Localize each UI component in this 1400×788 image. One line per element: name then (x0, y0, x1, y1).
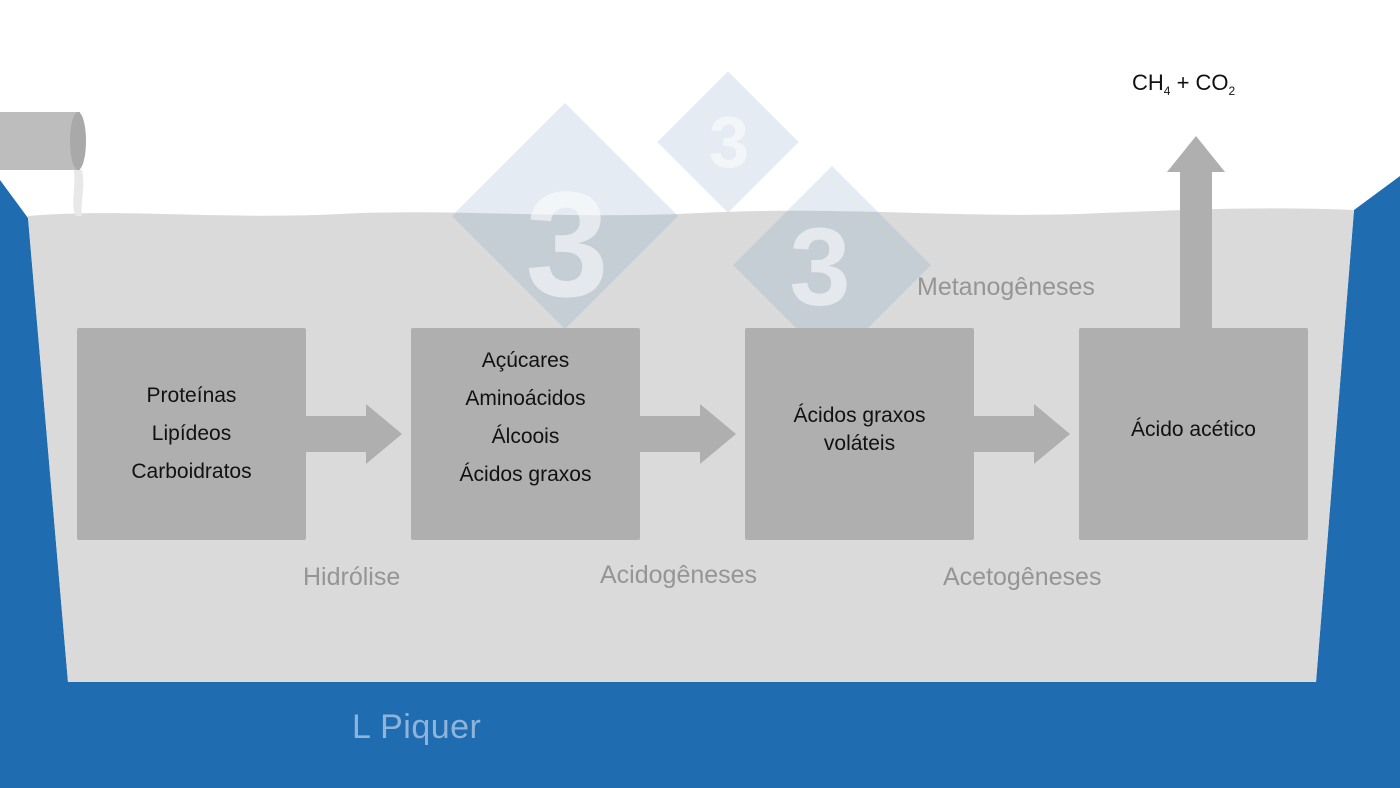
formula-subscript: 2 (1228, 84, 1236, 98)
svg-text:3: 3 (525, 160, 608, 328)
formula-part: + CO (1170, 70, 1229, 95)
box-line: Álcoois (491, 425, 560, 448)
box-volatile-fatty-acids: Ácidos graxos voláteis (745, 328, 974, 540)
box-line: Carboidratos (131, 460, 252, 483)
flow-arrow-acidogenesis-icon (640, 404, 736, 464)
gas-output-arrow-icon (1167, 136, 1225, 328)
stage-label-acetogenesis: Acetogêneses (943, 563, 1102, 591)
box-substrates: Proteínas Lipídeos Carboidratos (77, 328, 306, 540)
stage-label-hydrolysis: Hidrólise (303, 563, 401, 591)
box-line: Ácidos graxos (793, 404, 926, 427)
svg-text:3: 3 (709, 103, 749, 183)
box-line: Aminoácidos (465, 387, 586, 410)
stage-label-acidogenesis: Acidogêneses (600, 561, 758, 589)
svg-text:3: 3 (789, 206, 850, 329)
formula-subscript: 4 (1163, 84, 1171, 98)
watermark-glyphs: 3 3 3 (525, 103, 850, 329)
box-line: Lipídeos (151, 422, 232, 445)
tank-wall (0, 176, 1400, 788)
formula-part: CH (1132, 70, 1164, 95)
box-line: Ácidos graxos (459, 463, 592, 486)
box-line: voláteis (823, 432, 896, 455)
box-monomers: Açúcares Aminoácidos Álcoois Ácidos grax… (411, 328, 640, 540)
box-acetic-acid: Ácido acético (1079, 328, 1308, 540)
image-credit: L Piquer (352, 708, 482, 746)
box-line: Proteínas (146, 384, 237, 407)
flow-arrow-acetogenesis-icon (974, 404, 1070, 464)
inflow-pipe-icon (0, 112, 86, 216)
box-line: Ácido acético (1131, 418, 1256, 441)
box-line: Açúcares (481, 349, 570, 372)
stage-label-methanogenesis: Metanogêneses (917, 273, 1095, 301)
biogas-formula: CH4 + CO2 (1132, 70, 1235, 98)
flow-arrow-hydrolysis-icon (306, 404, 402, 464)
